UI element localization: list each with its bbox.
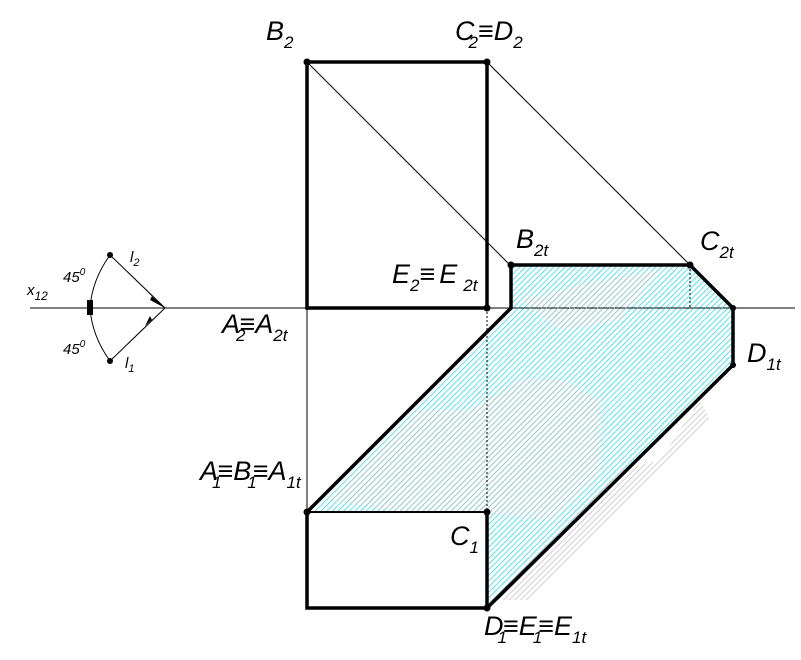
label-c2t: C2t [700, 226, 735, 262]
angle-bottom-label: 450 [63, 339, 86, 358]
axis-label: x12 [26, 282, 48, 303]
label-b2t: B2t [516, 224, 549, 260]
angle-top-label: 450 [63, 267, 86, 286]
projection-line [486, 61, 691, 266]
rotation-direction-symbol [87, 252, 166, 364]
label-d1-e1-e1t: D1≡E1≡E1t [484, 611, 587, 647]
arrow-head-icon [145, 308, 165, 326]
label-a2-a2t: A2≡A2t [220, 309, 289, 345]
label-a1-b1-a1t: A1≡B1≡A1t [198, 456, 302, 492]
front-view-rect [305, 60, 489, 310]
line-l2-label: l2 [130, 249, 139, 269]
label-c1: C1 [450, 521, 479, 557]
top-view-rect [305, 512, 489, 610]
label-c2-d2: C2≡D2 [455, 16, 523, 52]
arrow-head-icon [145, 290, 165, 308]
label-d1t: D1t [747, 338, 782, 374]
projection-line [306, 61, 512, 267]
line-l1-label: l1 [125, 355, 134, 375]
label-b2: B2 [266, 16, 294, 52]
points [303, 58, 736, 612]
